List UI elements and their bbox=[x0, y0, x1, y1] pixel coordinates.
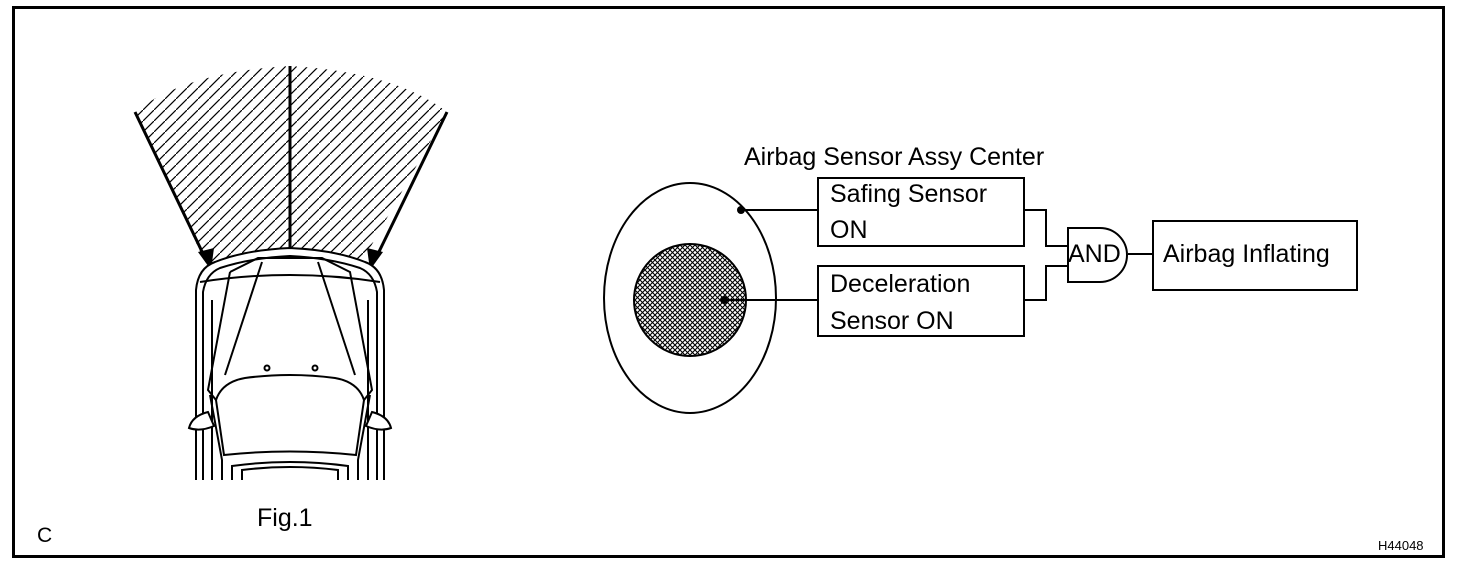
sensor-assy-outline bbox=[603, 182, 777, 414]
deceleration-sensor-line1: Deceleration bbox=[830, 270, 971, 298]
car-top-view bbox=[187, 246, 393, 480]
figure-caption: Fig.1 bbox=[257, 504, 313, 532]
wiring bbox=[724, 209, 1153, 301]
airbag-inflating-label: Airbag Inflating bbox=[1163, 240, 1330, 268]
airbag-inflating-box bbox=[1152, 220, 1358, 291]
figure-frame bbox=[12, 6, 1445, 558]
frontal-zone bbox=[133, 66, 449, 270]
safing-sensor-line1: Safing Sensor bbox=[830, 180, 988, 208]
panel-label: C bbox=[37, 524, 53, 547]
assembly-label: Airbag Sensor Assy Center bbox=[744, 143, 1045, 171]
deceleration-sensor-box bbox=[817, 265, 1025, 337]
safing-sensor-line2: ON bbox=[830, 216, 868, 244]
deceleration-sensor-line2: Sensor ON bbox=[830, 307, 954, 335]
right-angle-arrow bbox=[372, 111, 449, 263]
safing-sensor-box bbox=[817, 177, 1025, 247]
and-gate-label: AND bbox=[1068, 240, 1121, 268]
figure-code: H44048 bbox=[1378, 538, 1424, 553]
left-angle-arrow bbox=[133, 111, 209, 263]
and-gate bbox=[1067, 227, 1128, 283]
